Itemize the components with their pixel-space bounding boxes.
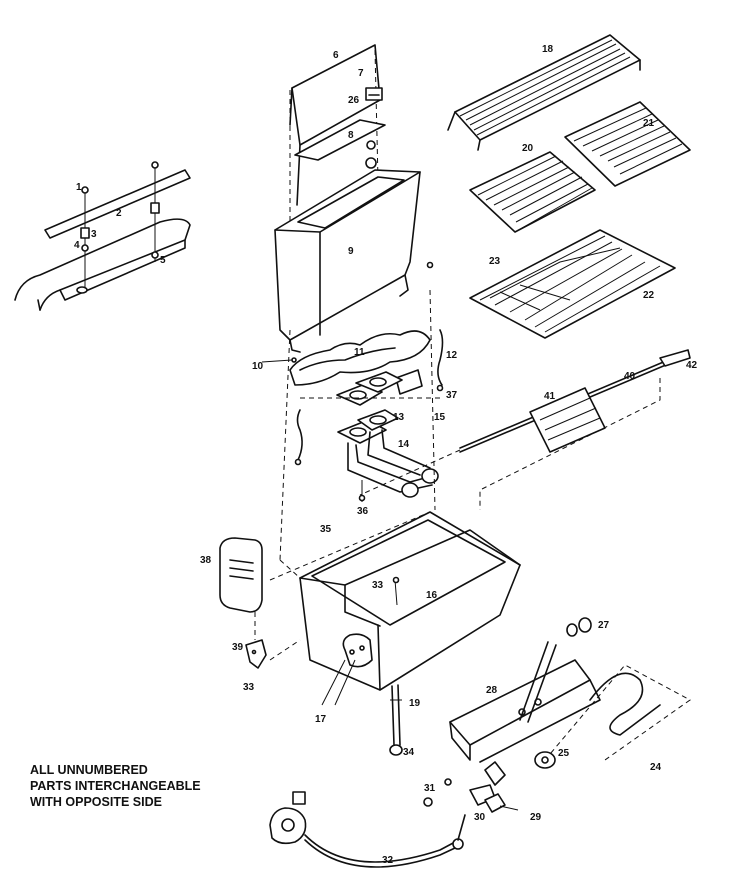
rotisserie-spit [359, 349, 691, 510]
control-panel-assembly [423, 617, 691, 813]
callout-label: 28 [486, 685, 498, 696]
callout-label: 31 [424, 783, 436, 794]
callout-label: 33 [372, 580, 384, 591]
callout-label: 33 [243, 682, 255, 693]
callout-label: 16 [426, 590, 438, 601]
callout-label: 42 [686, 360, 698, 371]
callout-label: 40 [624, 371, 636, 382]
interchangeable-parts-note: ALL UNNUMBERED PARTS INTERCHANGEABLE WIT… [30, 762, 201, 810]
callout-label: 32 [382, 855, 394, 866]
callout-label: 37 [446, 390, 458, 401]
callout-label: 41 [544, 391, 556, 402]
callout-label: 26 [348, 95, 360, 106]
callout-label: 2 [116, 208, 122, 219]
callout-label: 39 [232, 642, 244, 653]
regulator-hose [269, 791, 466, 868]
callout-label: 1 [76, 182, 82, 193]
callout-label: 13 [393, 412, 405, 423]
callout-label: 6 [333, 50, 339, 61]
callout-label: 23 [489, 256, 501, 267]
callout-label: 8 [348, 130, 354, 141]
callout-label: 24 [650, 762, 662, 773]
callout-label: 34 [403, 747, 415, 758]
callout-label: 22 [643, 290, 655, 301]
callout-numbers: 1 2 3 4 5 6 7 8 9 10 11 12 13 14 15 16 1… [74, 44, 698, 866]
callout-label: 20 [522, 143, 534, 154]
burner-assembly [261, 289, 444, 561]
side-shelf-assembly [14, 161, 191, 311]
callout-label: 9 [348, 246, 354, 257]
callout-label: 7 [358, 68, 364, 79]
callout-label: 30 [474, 812, 486, 823]
callout-label: 3 [91, 229, 97, 240]
callout-label: 27 [598, 620, 610, 631]
callout-label: 15 [434, 412, 446, 423]
callout-label: 12 [446, 350, 458, 361]
cooking-grates [447, 34, 691, 339]
callout-label: 35 [320, 524, 332, 535]
firebox-base [219, 511, 521, 691]
callout-label: 17 [315, 714, 327, 725]
callout-label: 5 [160, 255, 166, 266]
callout-label: 14 [398, 439, 410, 450]
callout-label: 18 [542, 44, 554, 55]
callout-label: 4 [74, 240, 80, 251]
callout-label: 38 [200, 555, 212, 566]
callout-label: 21 [643, 118, 655, 129]
grill-hood-assembly [274, 44, 434, 353]
callout-label: 11 [354, 347, 365, 358]
callout-label: 25 [558, 748, 570, 759]
callout-label: 36 [357, 506, 369, 517]
leg-and-caster [321, 659, 403, 756]
callout-label: 10 [252, 361, 264, 372]
note-line: ALL UNNUMBERED [30, 763, 148, 777]
note-line: PARTS INTERCHANGEABLE [30, 779, 201, 793]
callout-label: 29 [530, 812, 542, 823]
callout-label: 19 [409, 698, 421, 709]
note-line: WITH OPPOSITE SIDE [30, 795, 162, 809]
